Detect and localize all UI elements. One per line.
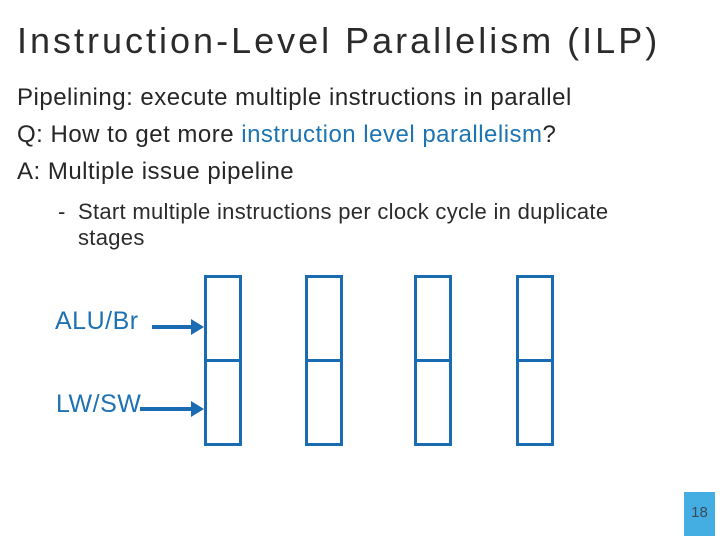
sub-bullet-dash: -: [58, 199, 66, 224]
stage-cell-alu: [414, 275, 452, 362]
arrow-lw-sw-head-icon: [191, 401, 204, 417]
row-label-alu-br: ALU/Br: [55, 307, 139, 335]
question-prefix: Q: How to get more: [17, 121, 242, 148]
bullet-pipelining: Pipelining: execute multiple instruction…: [17, 84, 572, 111]
arrow-alu-br-shaft: [152, 325, 191, 329]
pipeline-stage-column: [414, 275, 452, 446]
pipeline-stage-column: [204, 275, 242, 446]
pipeline-stage-column: [305, 275, 343, 446]
sub-bullet: - Start multiple instructions per clock …: [58, 199, 663, 251]
stage-cell-lwsw: [204, 359, 242, 446]
page-number-badge: 18: [684, 492, 715, 536]
bullet-question: Q: How to get more instruction level par…: [17, 116, 572, 153]
pipeline-stage-column: [516, 275, 554, 446]
page-number: 18: [691, 503, 708, 521]
stage-cell-lwsw: [414, 359, 452, 446]
body-text-block: Pipelining: execute multiple instruction…: [17, 79, 572, 190]
sub-bullet-text: Start multiple instructions per clock cy…: [78, 199, 609, 250]
stage-cell-alu: [204, 275, 242, 362]
stage-cell-alu: [305, 275, 343, 362]
question-highlight: instruction level parallelism: [241, 121, 543, 148]
question-suffix: ?: [542, 121, 557, 148]
stage-cell-lwsw: [516, 359, 554, 446]
stage-cell-alu: [516, 275, 554, 362]
bullet-answer: A: Multiple issue pipeline: [17, 158, 295, 185]
slide-title: Instruction-Level Parallelism (ILP): [17, 20, 661, 61]
arrow-lw-sw-shaft: [140, 407, 191, 411]
stage-cell-lwsw: [305, 359, 343, 446]
arrow-alu-br-head-icon: [191, 319, 204, 335]
row-label-lw-sw: LW/SW: [56, 390, 142, 418]
